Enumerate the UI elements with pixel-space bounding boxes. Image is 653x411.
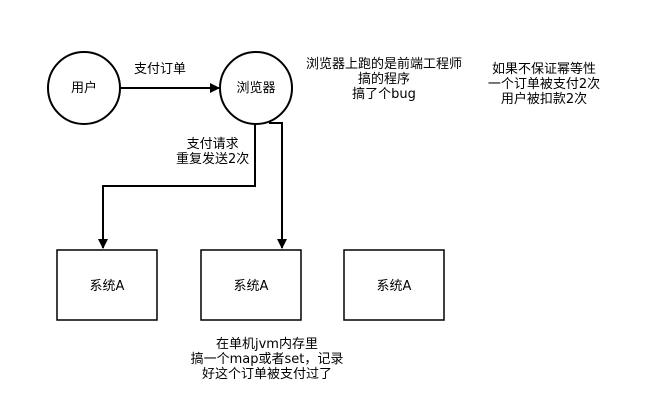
browser-bug-note: 浏览器上跑的是前端工程师 搞的程序 搞了个bug xyxy=(300,57,468,102)
pay-order-label: 支付订单 xyxy=(134,62,186,77)
user-label: 用户 xyxy=(71,80,97,96)
browser-bug-line-2: 搞的程序 xyxy=(357,72,410,87)
jvm-memory-line-2: 搞一个map或者set，记录 xyxy=(190,352,344,367)
pay-request-line-2: 重复发送2次 xyxy=(176,152,250,167)
browser-bug-line-3: 搞了个bug xyxy=(352,87,416,102)
request-arrow-1 xyxy=(98,124,256,249)
request-arrow-2 xyxy=(269,122,287,249)
pay-request-line-1: 支付请求 xyxy=(186,137,239,152)
system-a-node-1: 系统A xyxy=(56,249,158,321)
system-a-label-3: 系统A xyxy=(377,279,412,294)
idempotency-line-2: 一个订单被支付2次 xyxy=(487,77,601,92)
browser-node: 浏览器 xyxy=(219,51,293,125)
idempotency-line-1: 如果不保证幂等性 xyxy=(491,62,596,77)
browser-label: 浏览器 xyxy=(236,80,275,96)
user-node: 用户 xyxy=(47,51,121,125)
system-a-label-1: 系统A xyxy=(90,279,125,294)
jvm-memory-note: 在单机jvm内存里 搞一个map或者set，记录 好这个订单被支付过了 xyxy=(182,337,352,382)
jvm-memory-line-1: 在单机jvm内存里 xyxy=(216,337,318,352)
browser-bug-line-1: 浏览器上跑的是前端工程师 xyxy=(305,57,462,72)
system-a-node-3: 系统A xyxy=(343,249,445,321)
pay-request-label: 支付请求 重复发送2次 xyxy=(176,137,249,167)
jvm-memory-line-3: 好这个订单被支付过了 xyxy=(201,367,332,382)
system-a-label-2: 系统A xyxy=(234,279,269,294)
idempotency-line-3: 用户被扣款2次 xyxy=(500,92,588,107)
system-a-node-2: 系统A xyxy=(200,249,302,321)
idempotency-note: 如果不保证幂等性 一个订单被支付2次 用户被扣款2次 xyxy=(484,62,604,107)
